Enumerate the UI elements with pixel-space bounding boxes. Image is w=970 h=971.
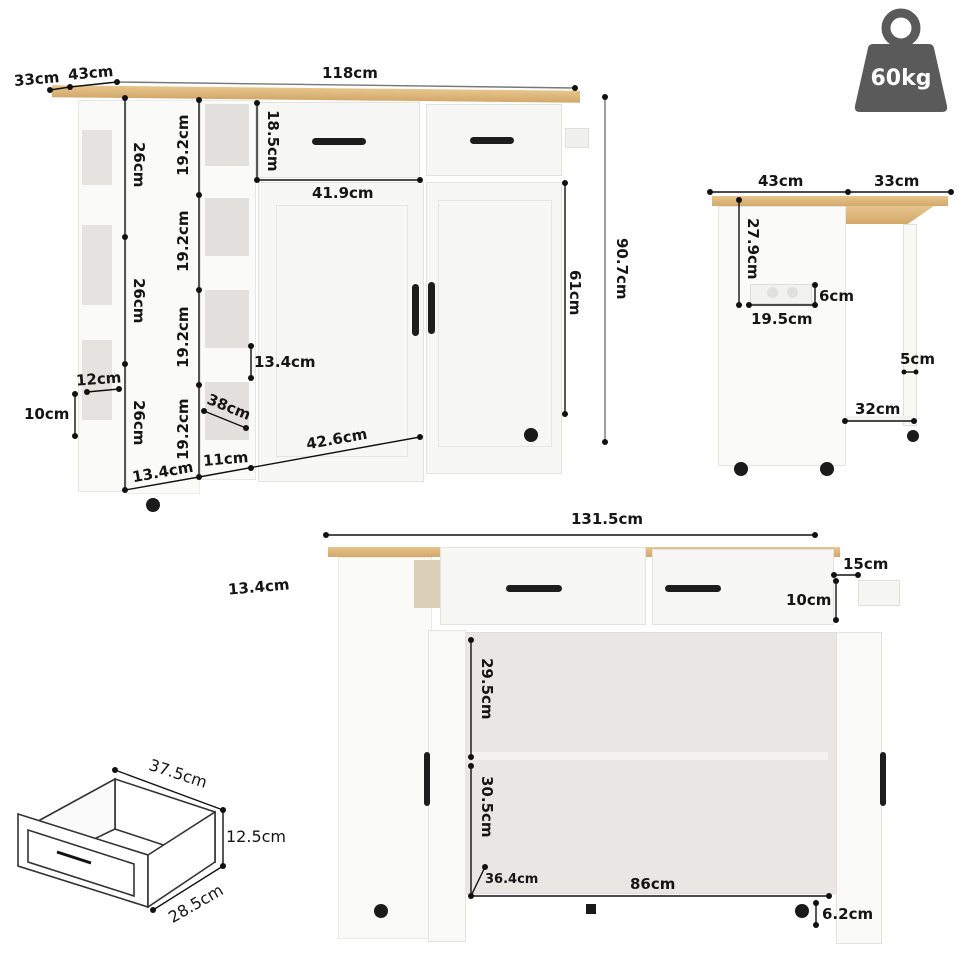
- side-shelf-opening: [82, 340, 112, 420]
- dim-wine-slot-height: 13.4cm: [254, 353, 316, 371]
- door-handle-icon: [412, 284, 419, 336]
- dim-inner-width: 86cm: [630, 875, 676, 893]
- door-stopper: [586, 904, 596, 914]
- dim-outlet-height: 6cm: [819, 287, 854, 305]
- caster-wheel-icon: [907, 430, 919, 442]
- caster-wheel-icon: [524, 428, 538, 442]
- door-handle-icon: [424, 752, 430, 806]
- drawer-handle-icon: [470, 137, 514, 144]
- dim-inner-depth: 36.4cm: [485, 872, 539, 887]
- dim-drawer-width: 41.9cm: [312, 184, 374, 202]
- dim-leg-base-width: 32cm: [855, 400, 901, 418]
- caster-wheel-icon: [820, 462, 834, 476]
- drawer-handle-icon: [506, 585, 562, 592]
- dim-towel-rack-height: 10cm: [786, 591, 832, 609]
- open-door-right[interactable]: [836, 632, 882, 944]
- drawer-handle-icon: [665, 585, 721, 592]
- weight-label: 60kg: [870, 66, 932, 91]
- wine-slot: [205, 104, 249, 166]
- drawer-handle-icon: [312, 138, 366, 145]
- towel-rack: [565, 128, 589, 148]
- dim-side-shelf-opening-height: 10cm: [24, 405, 70, 423]
- wine-slot: [205, 198, 249, 256]
- dim-towel-rack-width: 15cm: [843, 555, 889, 573]
- side-shelf-opening: [82, 225, 112, 305]
- door-handle-icon: [428, 282, 435, 334]
- weight-capacity-badge: 60kg: [853, 8, 949, 116]
- towel-rack: [858, 580, 900, 606]
- dim-wheel-clearance: 6.2cm: [822, 905, 874, 923]
- extension-leg: [903, 224, 917, 426]
- open-shelf: [468, 752, 828, 760]
- side-shelf-opening: [82, 130, 112, 185]
- dim-top-width: 118cm: [322, 64, 378, 82]
- wine-slot: [205, 382, 249, 440]
- cabinet-door-left[interactable]: [258, 182, 424, 482]
- socket-icon: [767, 287, 778, 298]
- open-side-unit: [338, 557, 432, 939]
- door-handle-icon: [880, 752, 886, 806]
- wine-slot: [205, 290, 249, 348]
- door-inset-panel: [438, 200, 552, 447]
- open-cabinet-interior: [462, 632, 838, 894]
- dim-extension-depth: 33cm: [874, 172, 920, 190]
- socket-icon: [787, 287, 798, 298]
- extension-base: [846, 416, 912, 422]
- caster-wheel-icon: [374, 904, 388, 918]
- dim-drawer-height-detail: 12.5cm: [226, 827, 287, 846]
- caster-wheel-icon: [146, 498, 160, 512]
- dim-body-depth: 43cm: [758, 172, 804, 190]
- dim-leg-width: 5cm: [900, 350, 935, 368]
- door-inset-panel: [276, 205, 408, 457]
- dim-outlet-width: 19.5cm: [751, 310, 813, 328]
- caster-wheel-icon: [734, 462, 748, 476]
- weight-icon: [854, 8, 948, 112]
- cabinet-door-right[interactable]: [426, 182, 562, 474]
- caster-wheel-icon: [795, 904, 809, 918]
- side-countertop: [712, 196, 948, 206]
- extension-leaf: [846, 206, 934, 224]
- dim-total-width: 131.5cm: [571, 510, 643, 528]
